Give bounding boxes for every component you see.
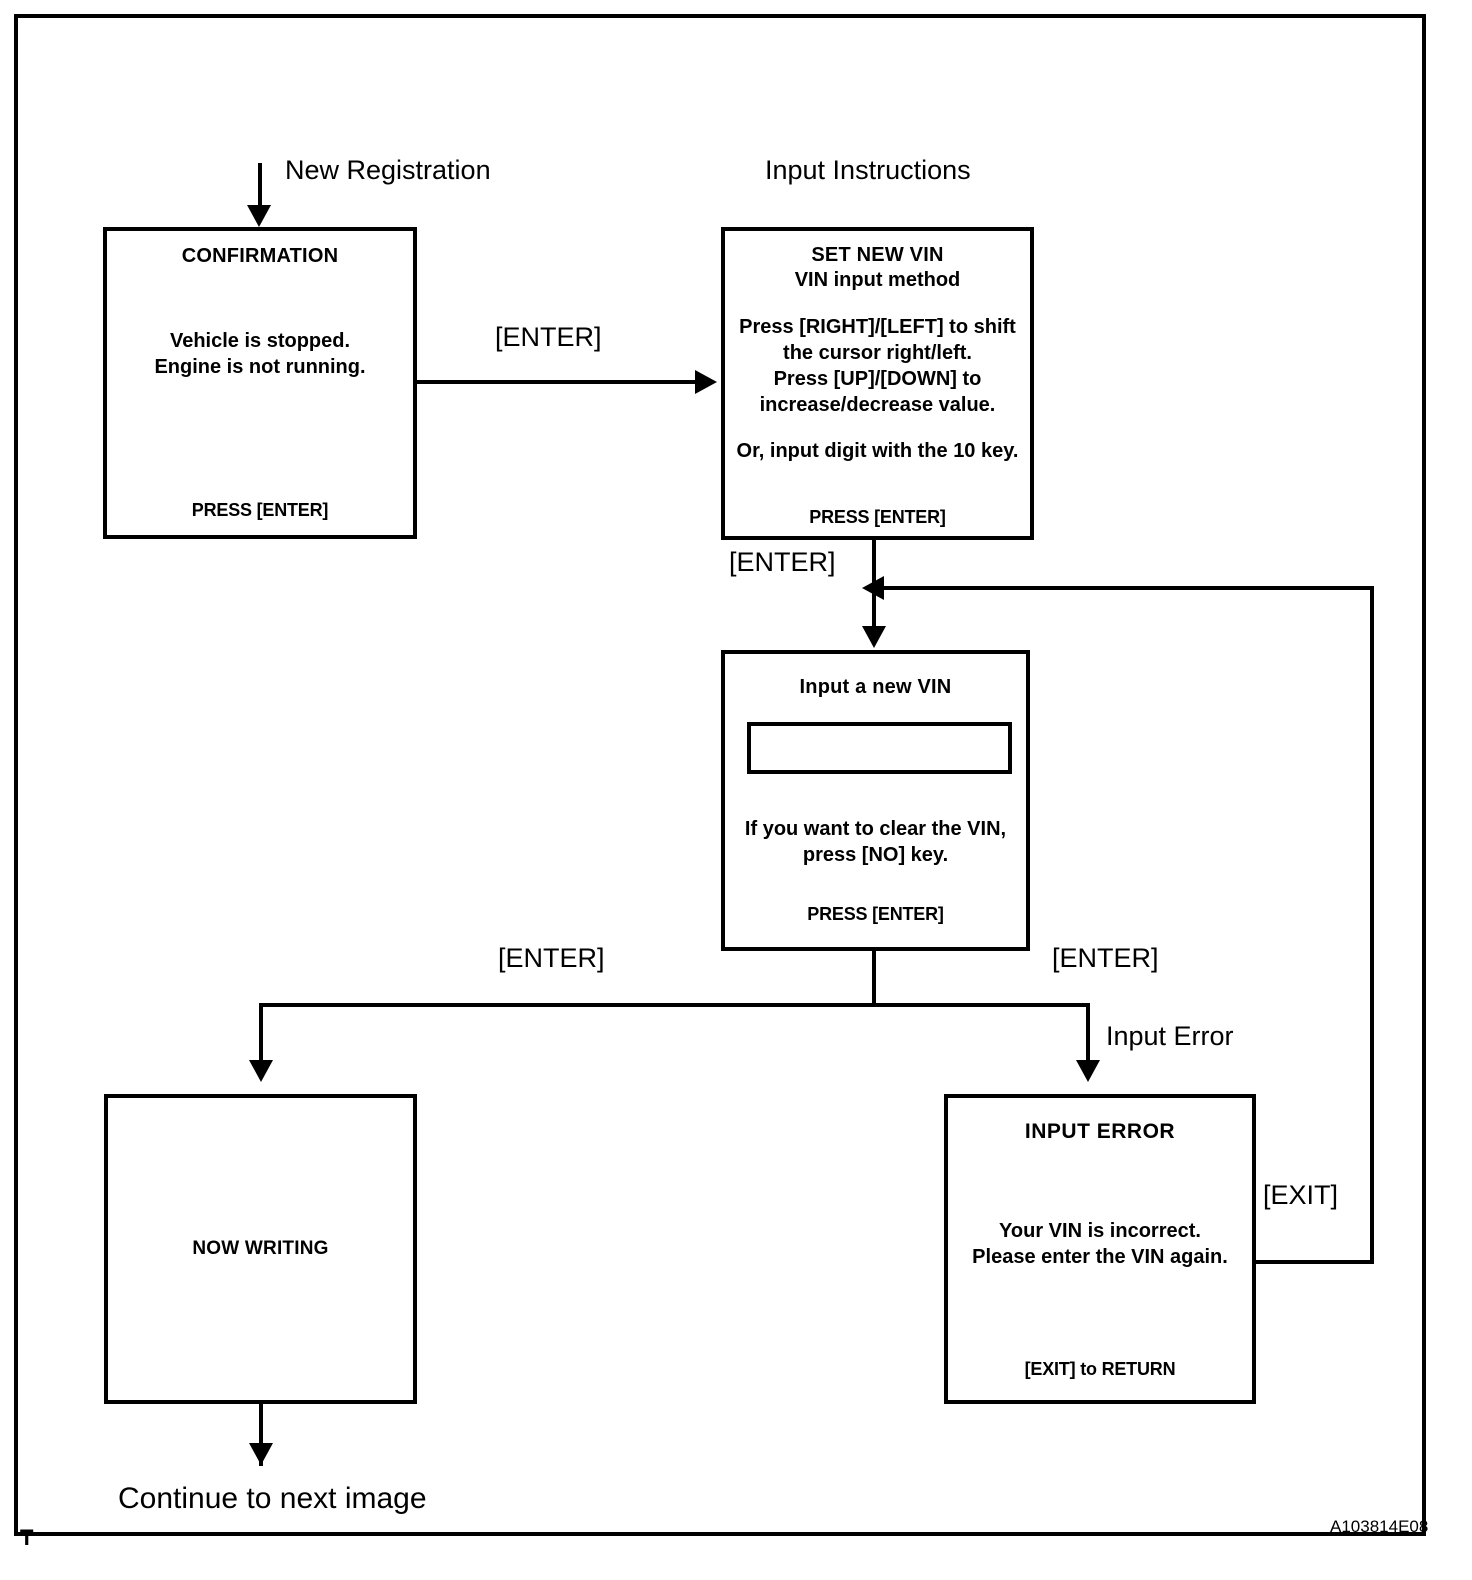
edge-setvin-to-inputvin-head (862, 626, 886, 648)
label-enter-setvin-to-inputvin: [ENTER] (729, 547, 836, 577)
confirmation-footer: PRESS [ENTER] (191, 500, 329, 520)
inputerror-title: INPUT ERROR (1024, 1120, 1176, 1143)
branch-horizontal-bus (259, 1003, 1090, 1007)
figure-code: A103814E08 (1330, 1517, 1429, 1536)
branch-left-head (249, 1060, 273, 1082)
label-input-error: Input Error (1106, 1021, 1234, 1051)
edge-writing-to-continue (259, 1404, 263, 1466)
label-exit-return: [EXIT] (1263, 1180, 1339, 1210)
screen-confirmation[interactable]: CONFIRMATION Vehicle is stopped. Engine … (103, 227, 417, 539)
exit-loop-segment-vertical (1370, 586, 1374, 1264)
inputvin-footer: PRESS [ENTER] (807, 904, 944, 924)
page-border (14, 14, 1426, 1536)
confirmation-title: CONFIRMATION (181, 245, 339, 267)
label-new-registration: New Registration (285, 155, 491, 185)
edge-confirm-to-setvin (417, 380, 697, 384)
screen-now-writing[interactable]: NOW WRITING (104, 1094, 417, 1404)
setvin-title: SET NEW VIN (811, 244, 944, 266)
screen-input-error[interactable]: INPUT ERROR Your VIN is incorrect. Pleas… (944, 1094, 1256, 1404)
branch-left-drop (259, 1003, 263, 1065)
label-enter-inputvin-to-error: [ENTER] (1052, 943, 1159, 973)
exit-loop-segment-top (884, 586, 1374, 590)
nowwriting-title: NOW WRITING (192, 1238, 329, 1259)
label-enter-confirm-to-setvin: [ENTER] (495, 322, 602, 352)
branch-right-head (1076, 1060, 1100, 1082)
setvin-subtitle: VIN input method (794, 269, 961, 291)
branch-right-drop (1086, 1003, 1090, 1065)
setvin-line-3: Press [UP]/[DOWN] to (773, 368, 982, 390)
screen-input-new-vin[interactable]: Input a new VIN If you want to clear the… (721, 650, 1030, 951)
vin-input-field[interactable] (747, 722, 1012, 774)
exit-loop-head (862, 576, 884, 600)
label-enter-inputvin-to-writing: [ENTER] (498, 943, 605, 973)
inputerror-line-2: Please enter the VIN again. (972, 1246, 1228, 1268)
inputerror-footer: [EXIT] to RETURN (1024, 1359, 1176, 1379)
confirmation-line-1: Vehicle is stopped. (169, 330, 351, 352)
screen-set-new-vin[interactable]: SET NEW VIN VIN input method Press [RIGH… (721, 227, 1034, 540)
setvin-line-2: the cursor right/left. (783, 342, 972, 364)
inputvin-note-1: If you want to clear the VIN, (744, 818, 1007, 840)
setvin-line-4: increase/decrease value. (759, 394, 996, 416)
inputerror-line-1: Your VIN is incorrect. (999, 1220, 1201, 1242)
inputvin-note-2: press [NO] key. (802, 844, 949, 866)
label-input-instructions: Input Instructions (765, 155, 971, 185)
setvin-footer: PRESS [ENTER] (809, 507, 946, 527)
label-continue-next-image: Continue to next image (118, 1482, 427, 1515)
exit-loop-segment-right (1256, 1260, 1374, 1264)
edge-confirm-to-setvin-head (695, 370, 717, 394)
edge-writing-to-continue-head (249, 1443, 273, 1465)
corner-marker: T (20, 1525, 34, 1550)
inputvin-title: Input a new VIN (799, 676, 952, 698)
entry-arrow-head (247, 205, 271, 227)
entry-arrow-stem (258, 163, 262, 211)
branch-stem (872, 951, 876, 1007)
setvin-line-5: Or, input digit with the 10 key. (736, 440, 1019, 462)
confirmation-line-2: Engine is not running. (154, 356, 366, 378)
setvin-line-1: Press [RIGHT]/[LEFT] to shift (739, 316, 1016, 338)
